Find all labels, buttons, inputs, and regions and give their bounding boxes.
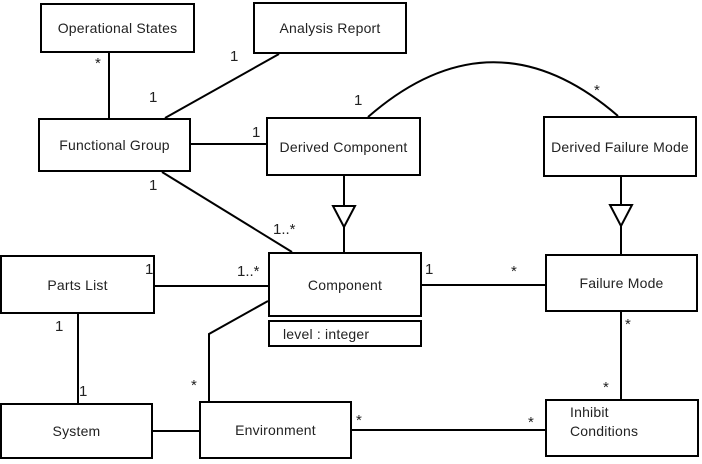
association-component-environment [208, 300, 269, 401]
multiplicity-operational-states-end: * [95, 55, 101, 72]
class-name: System [52, 423, 101, 439]
multiplicity-functional-group-end: 1 [149, 89, 158, 106]
class-operational-states: Operational States [40, 3, 195, 53]
association-analysis-report-functional-group [164, 53, 280, 119]
class-name: Inhibit Conditions [570, 404, 639, 439]
class-failure-mode: Failure Mode [545, 254, 698, 312]
multiplicity-inhibit-conditions-end: * [603, 379, 609, 396]
multiplicity-environment-end: * [191, 377, 197, 394]
multiplicity-environment-end: * [356, 412, 362, 429]
class-name: Functional Group [59, 137, 170, 153]
multiplicity-inhibit-conditions-end: * [528, 414, 534, 431]
class-attribute-compartment: level : integer [268, 320, 422, 347]
class-derived-failure-mode: Derived Failure Mode [543, 116, 697, 177]
class-name: Failure Mode [579, 275, 664, 291]
class-component: Component level : integer [268, 252, 422, 347]
class-name: Environment [235, 422, 316, 438]
class-parts-list: Parts List [0, 255, 155, 314]
multiplicity-component-end: 1..* [237, 263, 260, 280]
multiplicity-component-end: 1 [425, 261, 434, 278]
inheritance-triangle-icon [608, 204, 634, 229]
association-functional-group-component [161, 171, 293, 253]
class-environment: Environment [199, 401, 352, 459]
class-name: Component [307, 276, 383, 293]
class-derived-component: Derived Component [266, 117, 421, 176]
class-attribute: level : integer [283, 325, 370, 342]
multiplicity-arc-derived-component-end: 1 [354, 92, 363, 109]
multiplicity-derived-component-end: 1 [252, 124, 261, 141]
multiplicity-failure-mode-end: * [511, 263, 517, 280]
class-name: Derived Failure Mode [551, 138, 689, 155]
association-derived-component-derived-failure-mode-arc [367, 61, 619, 118]
class-functional-group: Functional Group [38, 118, 191, 172]
class-system: System [0, 403, 153, 459]
multiplicity-functional-group-end: 1 [149, 177, 158, 194]
multiplicity-system-end: 1 [79, 383, 88, 400]
multiplicity-failure-mode-end: * [625, 316, 631, 333]
class-name: Derived Component [279, 138, 408, 155]
multiplicity-analysis-report-end: 1 [230, 48, 239, 65]
class-name: Parts List [47, 276, 108, 293]
multiplicity-parts-list-end: 1 [55, 318, 64, 335]
class-inhibit-conditions: Inhibit Conditions [545, 399, 699, 457]
inheritance-triangle-icon [331, 205, 357, 230]
class-analysis-report: Analysis Report [253, 2, 407, 54]
multiplicity-arc-derived-failure-mode-end: * [594, 82, 600, 99]
multiplicity-parts-list-end: 1 [145, 261, 154, 278]
multiplicity-component-end: 1..* [273, 221, 296, 238]
class-name-compartment: Component [268, 252, 422, 317]
class-name: Analysis Report [279, 20, 381, 36]
class-name: Operational States [57, 20, 178, 36]
